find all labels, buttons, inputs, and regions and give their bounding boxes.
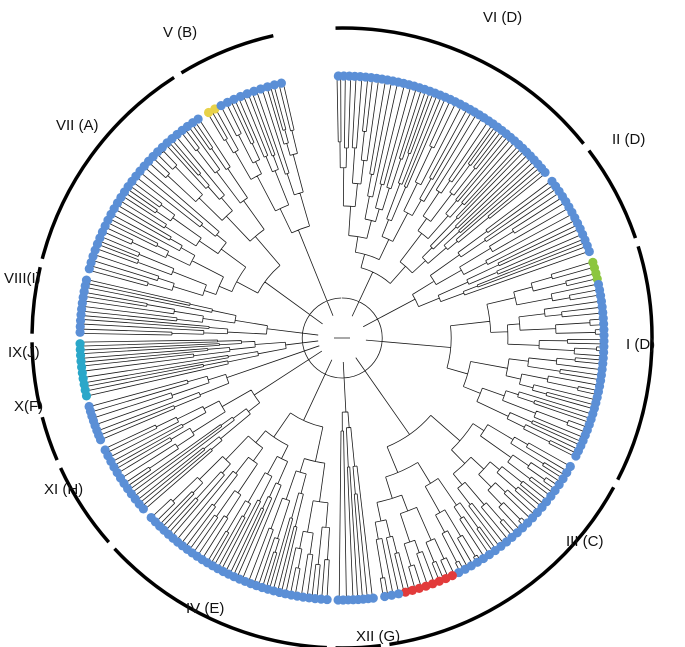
- tip-marker: [193, 114, 203, 124]
- tip-marker: [394, 589, 404, 599]
- clade-arc-xii: [335, 643, 382, 647]
- clade-label-ix: IX(J): [8, 344, 40, 361]
- clade-label-iv: IV (E): [186, 600, 224, 617]
- tip-marker: [100, 445, 110, 455]
- clade-label-i: I (D): [626, 336, 655, 353]
- clade-arc-viii: [30, 266, 42, 334]
- clade-label-xii: XII (G): [356, 628, 400, 645]
- clade-arc-vii: [40, 75, 176, 260]
- clade-label-ii: II (D): [612, 131, 645, 148]
- tip-marker: [380, 591, 390, 602]
- tip-marker: [81, 275, 92, 285]
- tip-marker: [584, 246, 594, 257]
- clade-label-v: V (B): [163, 24, 197, 41]
- tree-tips: [75, 71, 609, 605]
- tip-marker: [269, 80, 280, 90]
- clade-label-vii: VII (A): [56, 117, 99, 134]
- tip-marker: [276, 78, 286, 88]
- clade-label-x: X(F): [14, 398, 43, 415]
- tip-marker: [75, 339, 85, 349]
- clade-label-vi: VI (D): [483, 9, 522, 26]
- clade-label-xi: XI (H): [44, 481, 83, 498]
- clade-arc-vi: [335, 26, 585, 145]
- clade-label-iii: III (C): [566, 533, 604, 550]
- tip-marker: [84, 401, 94, 412]
- clade-arc-i: [616, 245, 654, 481]
- tip-marker: [146, 512, 156, 523]
- clade-arc-ix: [30, 342, 42, 410]
- clade-arc-x: [40, 416, 59, 461]
- tree-branches: [80, 75, 605, 600]
- clade-arc-iii: [389, 486, 616, 647]
- tip-marker: [400, 587, 411, 597]
- clade-arc-xi: [59, 467, 111, 544]
- tip-marker: [571, 451, 581, 461]
- tree-branch-paths: [80, 75, 605, 600]
- tip-marker: [333, 595, 343, 605]
- tip-marker: [387, 590, 397, 600]
- clade-arc-v: [180, 33, 274, 75]
- clade-arcs: [30, 26, 654, 647]
- clade-label-viii: VIII(I): [4, 270, 41, 287]
- tip-marker: [540, 167, 550, 178]
- clade-arc-iv: [113, 547, 327, 647]
- tip-marker: [262, 82, 273, 92]
- clade-arc-ii: [587, 149, 638, 239]
